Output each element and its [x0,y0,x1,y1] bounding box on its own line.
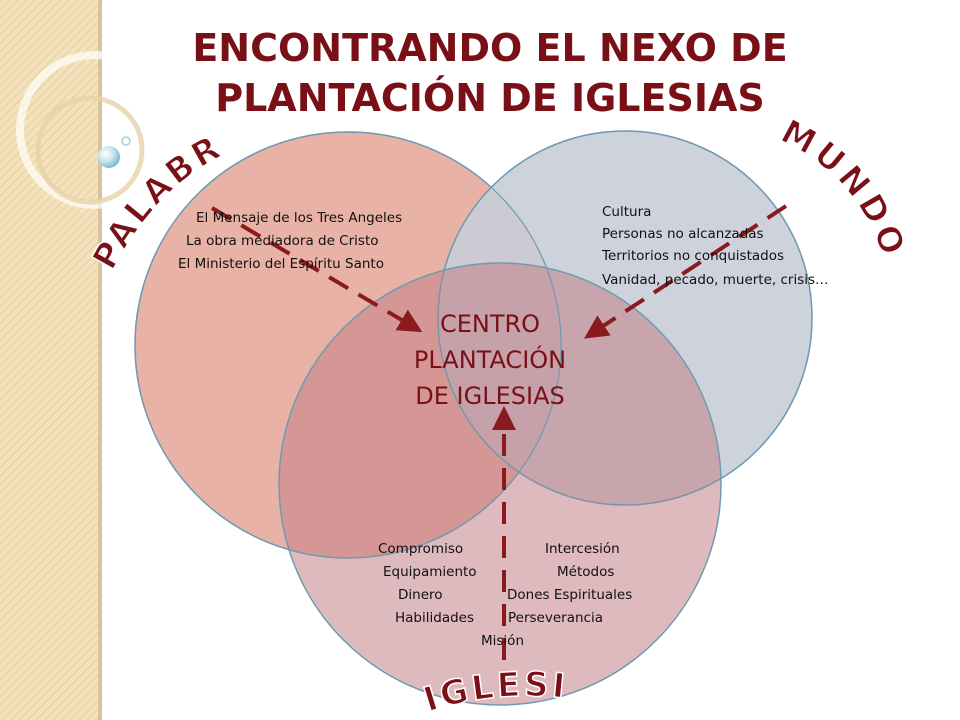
iglesia-item-right: Intercesión [545,541,620,557]
palabra-circle-outline [134,131,562,559]
mundo-item: Cultura [602,204,652,220]
mundo-circle-outline [437,130,813,506]
decorative-ring-inner [35,95,145,205]
palabra-arrow [210,206,423,333]
iglesia-item-bottom: Misión [481,633,524,649]
palabra-item: El Ministerio del Espíritu Santo [178,256,384,272]
palabra-item: El Mensaje de los Tres Angeles [196,210,403,226]
center-label: CENTRO PLANTACIÓN DE IGLESIAS [380,306,600,414]
title-line-2: PLANTACIÓN DE IGLESIAS [215,76,765,120]
sidebar-edge [98,0,102,720]
mundo-item: Personas no alcanzadas [602,226,764,242]
iglesia-item-right: Dones Espirituales [507,587,633,603]
palabra-item: La obra mediadora de Cristo [186,233,379,249]
iglesia-item-left: Equipamiento [383,564,477,580]
title-line-1: ENCONTRANDO EL NEXO DE [192,26,788,70]
decorative-bubble-small [121,136,131,146]
center-line-2: PLANTACIÓN [413,346,567,374]
iglesia-circle [278,262,722,706]
decorative-bubble [98,146,120,168]
iglesia-item-left: Compromiso [378,541,464,557]
iglesia-item-left: Habilidades [395,610,474,626]
mundo-item: Territorios no conquistados [602,248,784,264]
center-line-3: DE IGLESIAS [415,382,565,410]
iglesia-item-left: Dinero [398,587,443,603]
iglesia-item-right: Perseverancia [508,610,603,626]
center-line-1: CENTRO [439,310,541,338]
decorative-sidebar [0,0,98,720]
mundo-item: Vanidad, pecado, muerte, crisis… [602,272,829,288]
iglesia-item-right: Métodos [557,564,615,580]
decorative-ring [16,51,174,209]
mundo-arrow [583,204,788,339]
